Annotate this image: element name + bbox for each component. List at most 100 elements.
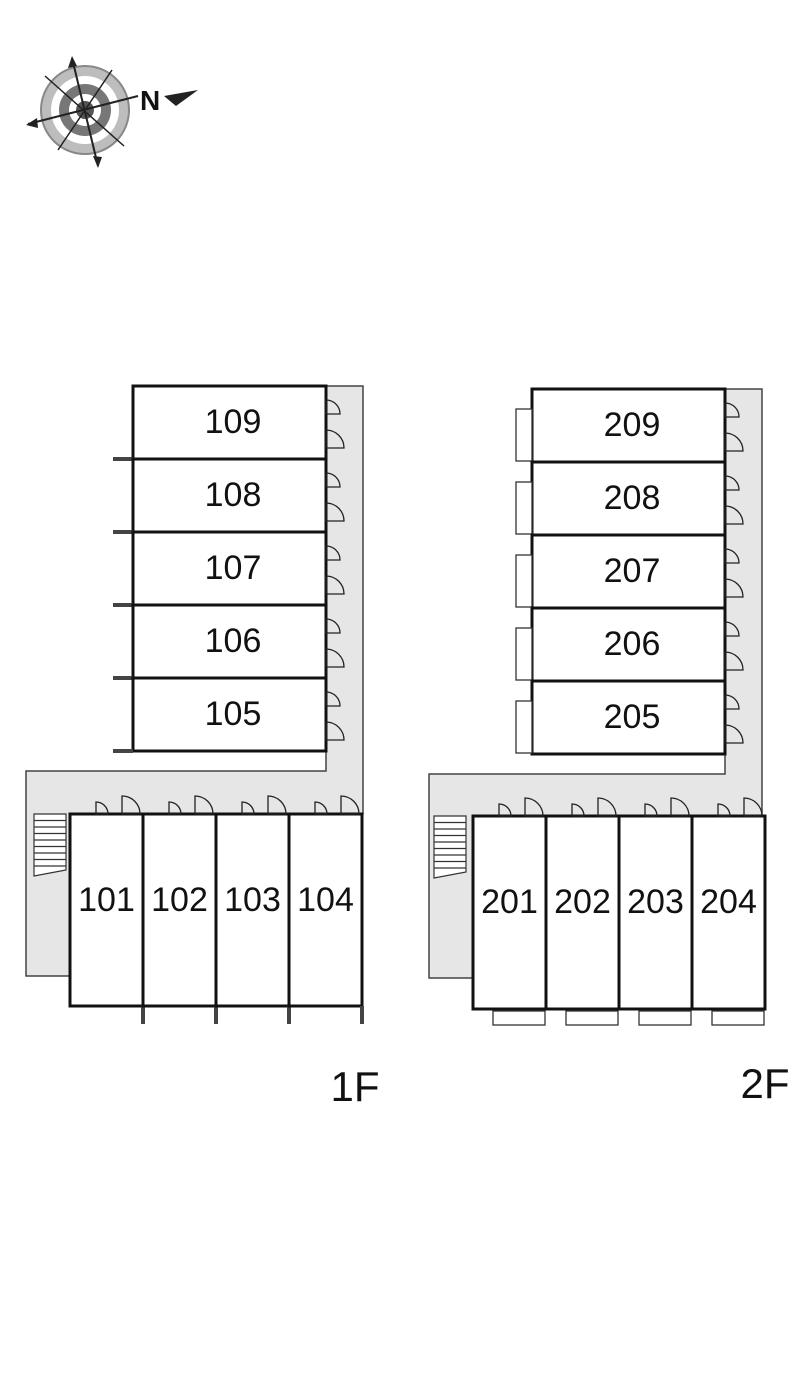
- door-swing-icon: [724, 432, 744, 452]
- room-209: 209: [515, 387, 744, 464]
- room-outline: [131, 676, 328, 753]
- door-swing-icon: [724, 621, 740, 637]
- balcony: [515, 408, 533, 462]
- room-number: 205: [604, 698, 661, 736]
- door-swing-icon: [325, 648, 345, 668]
- door-swing-icon: [325, 721, 345, 741]
- door-swing-icon: [325, 618, 341, 634]
- door-swing-icon: [314, 801, 328, 815]
- floor-plan-2f: 209 208 207 206 205 201 202 203 204 2F: [428, 387, 790, 1107]
- room-outline: [471, 814, 548, 1011]
- room-108: 108: [113, 457, 345, 534]
- room-204: 204: [690, 797, 767, 1026]
- compass-rose-icon: N: [26, 56, 198, 168]
- balcony: [638, 1010, 692, 1026]
- door-swing-icon: [724, 505, 744, 525]
- room-number: 206: [604, 625, 661, 663]
- room-208: 208: [515, 460, 744, 537]
- door-swing-icon: [241, 801, 255, 815]
- door-swing-icon: [325, 691, 341, 707]
- door-swing-icon: [724, 694, 740, 710]
- floor-label: 2F: [740, 1060, 789, 1107]
- door-swing-icon: [325, 545, 341, 561]
- room-109: 109: [113, 384, 345, 461]
- room-outline: [131, 384, 328, 461]
- room-number: 104: [297, 881, 354, 919]
- door-swing-icon: [524, 797, 544, 817]
- door-swing-icon: [724, 402, 740, 418]
- door-swing-icon: [121, 795, 141, 815]
- room-number: 101: [78, 881, 135, 919]
- door-swing-icon: [498, 803, 512, 817]
- balcony: [515, 627, 533, 681]
- room-102: 102: [141, 795, 218, 1024]
- door-swing-icon: [724, 724, 744, 744]
- staircase: [433, 815, 467, 879]
- door-swing-icon: [724, 651, 744, 671]
- door-swing-icon: [670, 797, 690, 817]
- balcony: [711, 1010, 765, 1026]
- door-swing-icon: [717, 803, 731, 817]
- room-outline: [530, 387, 727, 464]
- balcony: [515, 481, 533, 535]
- floor-label: 1F: [330, 1063, 379, 1110]
- door-swing-icon: [571, 803, 585, 817]
- room-202: 202: [544, 797, 621, 1026]
- door-swing-icon: [325, 472, 341, 488]
- room-103: 103: [214, 795, 291, 1024]
- room-outline: [68, 812, 145, 1008]
- room-number: 106: [205, 622, 262, 660]
- door-swing-icon: [325, 502, 345, 522]
- balcony: [565, 1010, 619, 1026]
- door-swing-icon: [743, 797, 763, 817]
- room-number: 203: [627, 883, 684, 921]
- room-number: 202: [554, 883, 611, 921]
- room-203: 203: [617, 797, 694, 1026]
- room-106: 106: [113, 603, 345, 680]
- door-swing-icon: [597, 797, 617, 817]
- door-swing-icon: [168, 801, 182, 815]
- room-105: 105: [113, 676, 345, 753]
- room-number: 105: [205, 695, 262, 733]
- room-outline: [530, 606, 727, 683]
- door-swing-icon: [724, 548, 740, 564]
- room-number: 108: [205, 476, 262, 514]
- room-number: 107: [205, 549, 262, 587]
- door-swing-icon: [340, 795, 360, 815]
- room-outline: [131, 530, 328, 607]
- room-number: 201: [481, 883, 538, 921]
- balcony: [515, 700, 533, 754]
- room-number: 204: [700, 883, 757, 921]
- room-201: 201: [471, 797, 548, 1026]
- door-swing-icon: [267, 795, 287, 815]
- room-number: 102: [151, 881, 208, 919]
- room-number: 103: [224, 881, 281, 919]
- floor-plan-1f: 109 108 107 106 105 101 102 103 104 1F: [25, 384, 380, 1110]
- door-swing-icon: [194, 795, 214, 815]
- room-104: 104: [287, 795, 364, 1024]
- staircase: [33, 813, 67, 877]
- room-outline: [131, 603, 328, 680]
- room-number: 208: [604, 479, 661, 517]
- room-205: 205: [515, 679, 744, 756]
- balcony: [515, 554, 533, 608]
- door-swing-icon: [644, 803, 658, 817]
- door-swing-icon: [325, 429, 345, 449]
- door-swing-icon: [724, 475, 740, 491]
- room-207: 207: [515, 533, 744, 610]
- room-outline: [287, 812, 364, 1008]
- room-101: 101: [68, 795, 145, 1024]
- room-outline: [617, 814, 694, 1011]
- room-number: 209: [604, 406, 661, 444]
- door-swing-icon: [724, 578, 744, 598]
- door-swing-icon: [325, 575, 345, 595]
- door-swing-icon: [325, 399, 341, 415]
- room-outline: [530, 533, 727, 610]
- room-outline: [131, 457, 328, 534]
- room-206: 206: [515, 606, 744, 683]
- north-label: N: [140, 85, 160, 116]
- door-swing-icon: [95, 801, 109, 815]
- room-number: 109: [205, 403, 262, 441]
